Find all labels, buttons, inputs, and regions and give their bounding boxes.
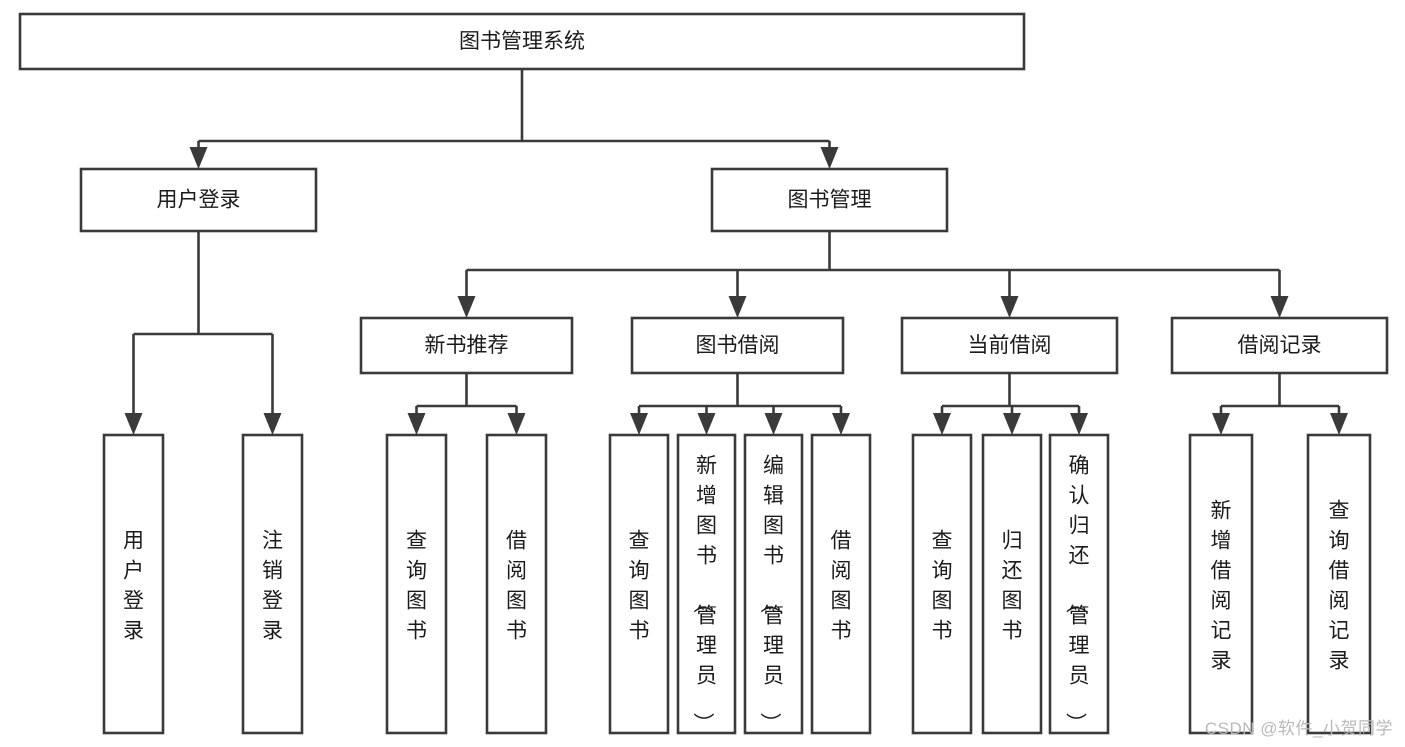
node-box-leaf-query-book-1[interactable] xyxy=(385,433,448,735)
node-leaf-query-book-1[interactable]: 查询图书 xyxy=(385,433,448,735)
edges-user-login xyxy=(124,231,282,435)
edges-root xyxy=(189,69,839,169)
node-box-leaf-borrow-book-2[interactable] xyxy=(810,433,872,735)
node-root[interactable]: 图书管理系统 xyxy=(18,12,1026,71)
node-leaf-return-book[interactable]: 归还图书 xyxy=(981,433,1043,735)
node-label-borrow-record: 借阅记录 xyxy=(1238,334,1322,357)
node-box-leaf-borrow-book-1[interactable] xyxy=(485,433,548,735)
node-current-borrow[interactable]: 当前借阅 xyxy=(900,316,1119,375)
node-user-login[interactable]: 用户登录 xyxy=(79,167,318,233)
edges-book-manage xyxy=(457,231,1289,318)
node-label-leaf-return-book: 归还图书 xyxy=(1002,529,1023,642)
node-label-current-borrow: 当前借阅 xyxy=(968,334,1052,357)
node-label-book-manage: 图书管理 xyxy=(788,189,872,212)
node-box-borrow-record[interactable] xyxy=(1170,316,1389,375)
csdn-watermark: CSDN @软件_小贺同学 xyxy=(1204,719,1393,738)
node-label-leaf-edit-book: 编辑图书（管理员） xyxy=(758,454,784,733)
node-label-leaf-user-login: 用户登录 xyxy=(123,529,144,642)
node-box-new-book-rec[interactable] xyxy=(359,316,574,375)
node-label-leaf-logout: 注销登录 xyxy=(262,529,283,642)
node-box-leaf-confirm-return[interactable] xyxy=(1048,433,1110,735)
node-box-user-login[interactable] xyxy=(79,167,318,233)
edges-current-borrow xyxy=(933,373,1088,435)
node-leaf-edit-book[interactable]: 编辑图书（管理员） xyxy=(743,433,804,735)
node-box-book-manage[interactable] xyxy=(710,167,949,233)
node-leaf-logout[interactable]: 注销登录 xyxy=(241,433,304,735)
node-label-user-login: 用户登录 xyxy=(157,189,241,212)
node-label-new-book-rec: 新书推荐 xyxy=(425,334,509,357)
node-leaf-query-book-2[interactable]: 查询图书 xyxy=(608,433,670,735)
node-label-leaf-confirm-return: 确认归还（管理员） xyxy=(1064,454,1090,733)
node-box-leaf-add-book[interactable] xyxy=(676,433,737,735)
node-label-leaf-query-book-1: 查询图书 xyxy=(406,529,427,642)
node-leaf-add-book[interactable]: 新增图书（管理员） xyxy=(676,433,737,735)
node-box-leaf-user-login[interactable] xyxy=(102,433,165,735)
node-leaf-borrow-book-2[interactable]: 借阅图书 xyxy=(810,433,872,735)
node-box-leaf-logout[interactable] xyxy=(241,433,304,735)
node-label-leaf-query-book-3: 查询图书 xyxy=(932,529,953,642)
node-label-book-borrow: 图书借阅 xyxy=(696,334,780,357)
node-new-book-rec[interactable]: 新书推荐 xyxy=(359,316,574,375)
node-borrow-record[interactable]: 借阅记录 xyxy=(1170,316,1389,375)
node-box-leaf-query-record[interactable] xyxy=(1306,433,1372,735)
node-box-root[interactable] xyxy=(18,12,1026,71)
node-box-leaf-query-book-2[interactable] xyxy=(608,433,670,735)
node-layer: 图书管理系统用户登录图书管理新书推荐图书借阅当前借阅借阅记录用户登录注销登录查询… xyxy=(18,12,1389,735)
node-label-leaf-borrow-book-2: 借阅图书 xyxy=(831,529,852,642)
node-leaf-borrow-book-1[interactable]: 借阅图书 xyxy=(485,433,548,735)
edges-book-borrow xyxy=(630,373,850,435)
node-leaf-confirm-return[interactable]: 确认归还（管理员） xyxy=(1048,433,1110,735)
connector-layer xyxy=(124,69,1348,435)
node-leaf-query-book-3[interactable]: 查询图书 xyxy=(911,433,973,735)
node-book-manage[interactable]: 图书管理 xyxy=(710,167,949,233)
node-box-leaf-query-book-3[interactable] xyxy=(911,433,973,735)
node-label-root: 图书管理系统 xyxy=(459,30,585,53)
node-leaf-user-login[interactable]: 用户登录 xyxy=(102,433,165,735)
node-box-leaf-edit-book[interactable] xyxy=(743,433,804,735)
node-label-leaf-query-book-2: 查询图书 xyxy=(629,529,650,642)
node-leaf-add-record[interactable]: 新增借阅记录 xyxy=(1188,433,1254,735)
node-label-leaf-query-record: 查询借阅记录 xyxy=(1329,499,1350,672)
node-box-book-borrow[interactable] xyxy=(630,316,845,375)
node-leaf-query-record[interactable]: 查询借阅记录 xyxy=(1306,433,1372,735)
node-box-leaf-return-book[interactable] xyxy=(981,433,1043,735)
node-label-leaf-borrow-book-1: 借阅图书 xyxy=(506,529,527,642)
node-book-borrow[interactable]: 图书借阅 xyxy=(630,316,845,375)
edges-new-book-rec xyxy=(407,373,526,435)
node-box-current-borrow[interactable] xyxy=(900,316,1119,375)
edges-borrow-record xyxy=(1212,373,1348,435)
node-box-leaf-add-record[interactable] xyxy=(1188,433,1254,735)
node-label-leaf-add-record: 新增借阅记录 xyxy=(1211,499,1232,672)
node-label-leaf-add-book: 新增图书（管理员） xyxy=(691,454,717,733)
